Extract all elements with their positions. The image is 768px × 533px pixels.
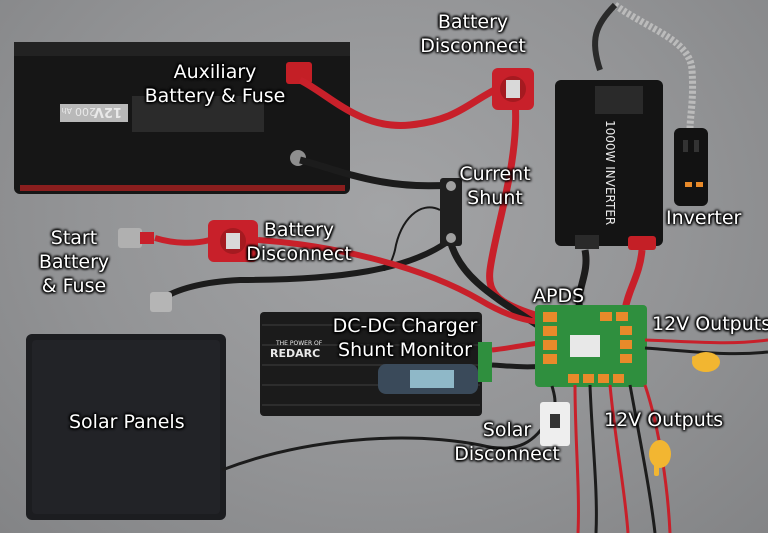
charger-brand-text: REDARC xyxy=(270,347,320,360)
shunt-sense-wire xyxy=(382,206,441,271)
start-battery-fuse xyxy=(140,232,154,244)
battery-capacity-text: 200 xyxy=(75,105,96,118)
inverter-power-cord xyxy=(612,2,697,131)
inverter xyxy=(555,80,663,250)
inverter-model-text: 1000W INVERTER xyxy=(603,120,617,225)
solar-disconnect-label: Solar Disconnect xyxy=(454,419,560,465)
outputs-bottom-wire-4 xyxy=(628,384,657,533)
apds-board xyxy=(535,305,647,387)
pointing-hand-down-icon xyxy=(649,440,671,476)
mid-disconnect-to-apds-red-cable xyxy=(257,237,546,325)
power-strip xyxy=(674,128,708,206)
charger-label: DC-DC Charger Shunt Monitor xyxy=(332,315,478,361)
aux-positive-terminal xyxy=(286,62,312,84)
aux-battery-label: Auxiliary Battery & Fuse xyxy=(144,61,286,107)
solar-cable xyxy=(221,419,550,472)
charger-tagline-text: THE POWER OF xyxy=(275,340,323,347)
outputs-bottom-wire-3 xyxy=(608,384,630,533)
inverter-cord-lead xyxy=(592,2,618,71)
solar-disconnect-to-apds-cable xyxy=(550,385,557,403)
battery-voltage-text: 12V xyxy=(94,104,122,119)
outputs-bottom-label: 12V Outputs xyxy=(604,409,724,431)
pointing-hand-right-icon xyxy=(692,352,720,372)
start-battery-red-cable xyxy=(154,235,211,246)
battery-disconnect-top xyxy=(492,68,534,110)
aux-battery-red-cable xyxy=(298,76,507,129)
battery-disconnect-mid-label: Battery Disconnect xyxy=(246,219,352,265)
outputs-bottom-wire-1 xyxy=(573,384,580,533)
aux-negative-black-cable xyxy=(299,156,451,190)
auxiliary-battery xyxy=(14,42,350,194)
inverter-black-cable xyxy=(575,249,590,311)
outputs-right-wires-black xyxy=(644,346,768,356)
shunt-monitor xyxy=(378,364,478,394)
battery-disconnect-top-label: Battery Disconnect xyxy=(420,11,526,57)
solar-disconnect-breaker xyxy=(540,402,570,446)
outputs-right-wires-red xyxy=(644,338,768,345)
battery-disconnect-mid xyxy=(208,220,258,262)
battery-unit-text: Ah xyxy=(61,106,72,115)
inverter-label: Inverter xyxy=(666,207,742,229)
solar-panel xyxy=(26,334,226,520)
start-battery-terminal xyxy=(118,228,142,248)
current-shunt-label: Current Shunt xyxy=(459,163,531,209)
current-shunt xyxy=(440,178,462,246)
start-battery-negative-terminal xyxy=(150,292,172,312)
apds-label: APDS xyxy=(533,285,585,307)
outputs-bottom-wire-2 xyxy=(588,384,598,533)
solar-panels-label: Solar Panels xyxy=(69,411,185,433)
inverter-red-cable xyxy=(621,249,646,311)
start-battery-label: Start Battery & Fuse xyxy=(38,227,110,297)
shunt-negative-black-cable xyxy=(158,237,452,303)
outputs-right-label: 12V Outputs xyxy=(652,313,768,335)
